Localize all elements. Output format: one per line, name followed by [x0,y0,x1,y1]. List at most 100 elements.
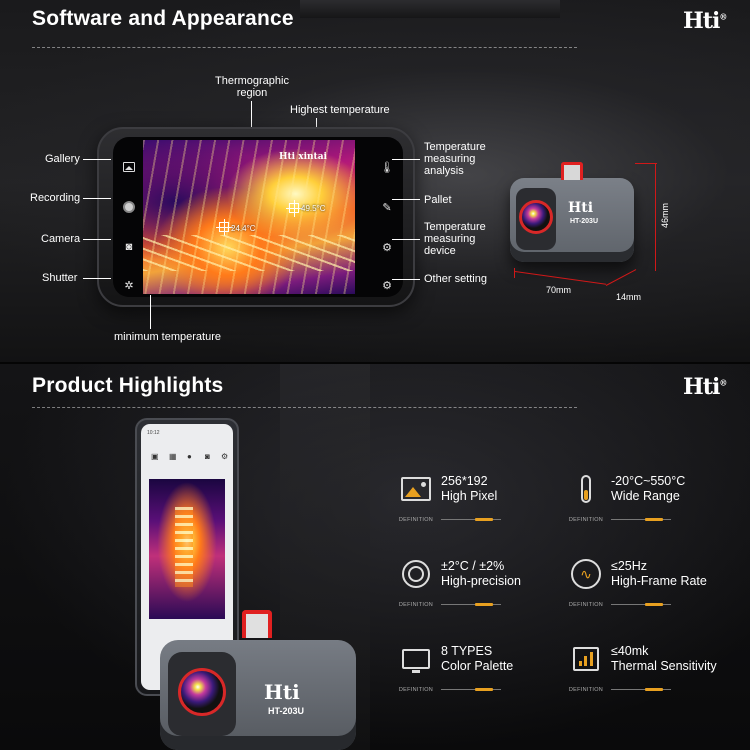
feature-definition: DEFINITION [568,687,604,693]
camera-icon[interactable]: ◙ [125,241,133,253]
app-logo: Hti xintai [279,152,327,162]
lens-housing [516,188,556,250]
high-temp-reading: 49.5°C [301,204,326,213]
feature-definition: DEFINITION [398,687,434,693]
callout-pallet: Pallet [424,194,452,206]
feature-bar [441,518,501,521]
feature-definition: DEFINITION [398,602,434,608]
dimension-tick [635,163,657,164]
leader-line [392,279,420,280]
usb-c-plug [561,162,583,180]
feature-bar [611,518,671,521]
feature-color-palette: 8 TYPES Color Palette DEFINITION [392,642,562,712]
leader-line [83,278,111,279]
leader-line [83,159,111,160]
feature-label: High-Frame Rate [611,574,707,588]
brand-logo: Hti® [683,374,728,400]
callout-shutter: Shutter [42,272,78,284]
thermal-camera-module: Hti HT-203U [510,162,634,262]
feature-value: ≤40mk [611,644,649,658]
section-title: Software and Appearance [32,7,294,30]
thermometer-icon [566,472,606,506]
thermal-camera-module: Hti HT-203U [160,610,356,750]
brand-logo: Hti® [683,8,728,34]
camera-icon[interactable]: ◙ [205,452,210,461]
feature-value: ±2°C / ±2% [441,559,505,573]
dimension-line-depth [605,269,637,286]
low-temp-reading: 24.4°C [231,224,256,233]
thermal-image [149,479,225,619]
section-title: Product Highlights [32,374,224,397]
feature-label: High Pixel [441,489,498,503]
phone-screen: Hti xintai 49.5°C 24.4°C ◙ ✲ 🌡 ✎ ⚙ ⚙ [113,137,403,297]
gallery-icon[interactable]: ▣ [151,452,159,461]
callout-highest-temperature: Highest temperature [290,104,390,116]
low-temp-reticle [216,219,233,236]
feature-label: Thermal Sensitivity [611,659,717,673]
high-temp-reticle [286,200,303,217]
camera-lens [178,668,226,716]
thermometer-icon[interactable]: 🌡 [380,161,394,174]
dimension-line-width [514,271,607,285]
leader-line [392,159,420,160]
feature-value: -20°C~550°C [611,474,686,488]
dimension-tick [514,268,515,278]
feature-bar [441,688,501,691]
feature-value: 8 TYPES [441,644,493,658]
device-model: HT-203U [570,218,599,225]
feature-wide-range: -20°C~550°C Wide Range DEFINITION [562,472,732,542]
callout-minimum-temperature: minimum temperature [114,331,221,343]
feature-bar [611,688,671,691]
feature-thermal-sensitivity: ≤40mk Thermal Sensitivity DEFINITION [562,642,732,712]
device-logo: Hti [264,680,300,704]
wave-icon: ∿ [566,557,606,591]
feature-value: ≤25Hz [611,559,648,573]
leader-line [392,239,420,240]
device-logo: Hti [568,200,594,216]
image-icon [396,472,436,506]
leader-line [83,198,111,199]
dimension-width: 70mm [546,285,572,295]
feature-label: Wide Range [611,489,680,503]
leader-line [150,295,151,329]
feature-bar [611,603,671,606]
shutter-icon[interactable]: ✲ [124,279,134,292]
feature-frame-rate: ∿ ≤25Hz High-Frame Rate DEFINITION [562,557,732,627]
dimension-height: 46mm [660,202,670,228]
callout-thermographic-region: Thermographic region [215,75,289,99]
phone-landscape: Hti xintai 49.5°C 24.4°C ◙ ✲ 🌡 ✎ ⚙ ⚙ [97,127,415,307]
target-icon [396,557,436,591]
grid-icon[interactable]: ▦ [169,452,177,461]
callout-recording: Recording [30,192,81,204]
feature-high-pixel: 256*192 High Pixel DEFINITION [392,472,562,542]
thermometer-settings-icon[interactable]: ⚙ [382,241,392,254]
device-model: HT-203U [268,706,305,716]
palette-icon[interactable]: ✎ [382,201,392,214]
record-icon[interactable] [121,199,137,215]
thermal-image: Hti xintai 49.5°C 24.4°C [143,140,355,294]
feature-high-precision: ±2°C / ±2% High-precision DEFINITION [392,557,562,627]
bar-chart-icon [566,642,606,676]
feature-definition: DEFINITION [568,517,604,523]
lens-housing [168,652,236,736]
section-rule [32,47,577,48]
panel-divider [0,362,750,365]
wall-shelf [300,0,560,18]
gear-icon[interactable]: ⚙ [382,279,392,292]
leader-line [392,199,420,200]
feature-label: Color Palette [441,659,514,673]
feature-definition: DEFINITION [568,602,604,608]
callout-gallery: Gallery [45,153,80,165]
gear-icon[interactable]: ⚙ [221,452,229,461]
callout-temperature-device: Temperature measuring device [424,221,486,257]
feature-value: 256*192 [441,474,488,488]
leader-line [83,239,111,240]
section-rule [32,407,577,408]
usb-c-plug [242,610,272,638]
gallery-icon[interactable] [121,159,137,175]
dimension-line-height [655,163,656,271]
camera-lens [519,200,553,234]
feature-definition: DEFINITION [398,517,434,523]
feature-label: High-precision [441,574,521,588]
record-icon[interactable]: ● [187,452,192,461]
